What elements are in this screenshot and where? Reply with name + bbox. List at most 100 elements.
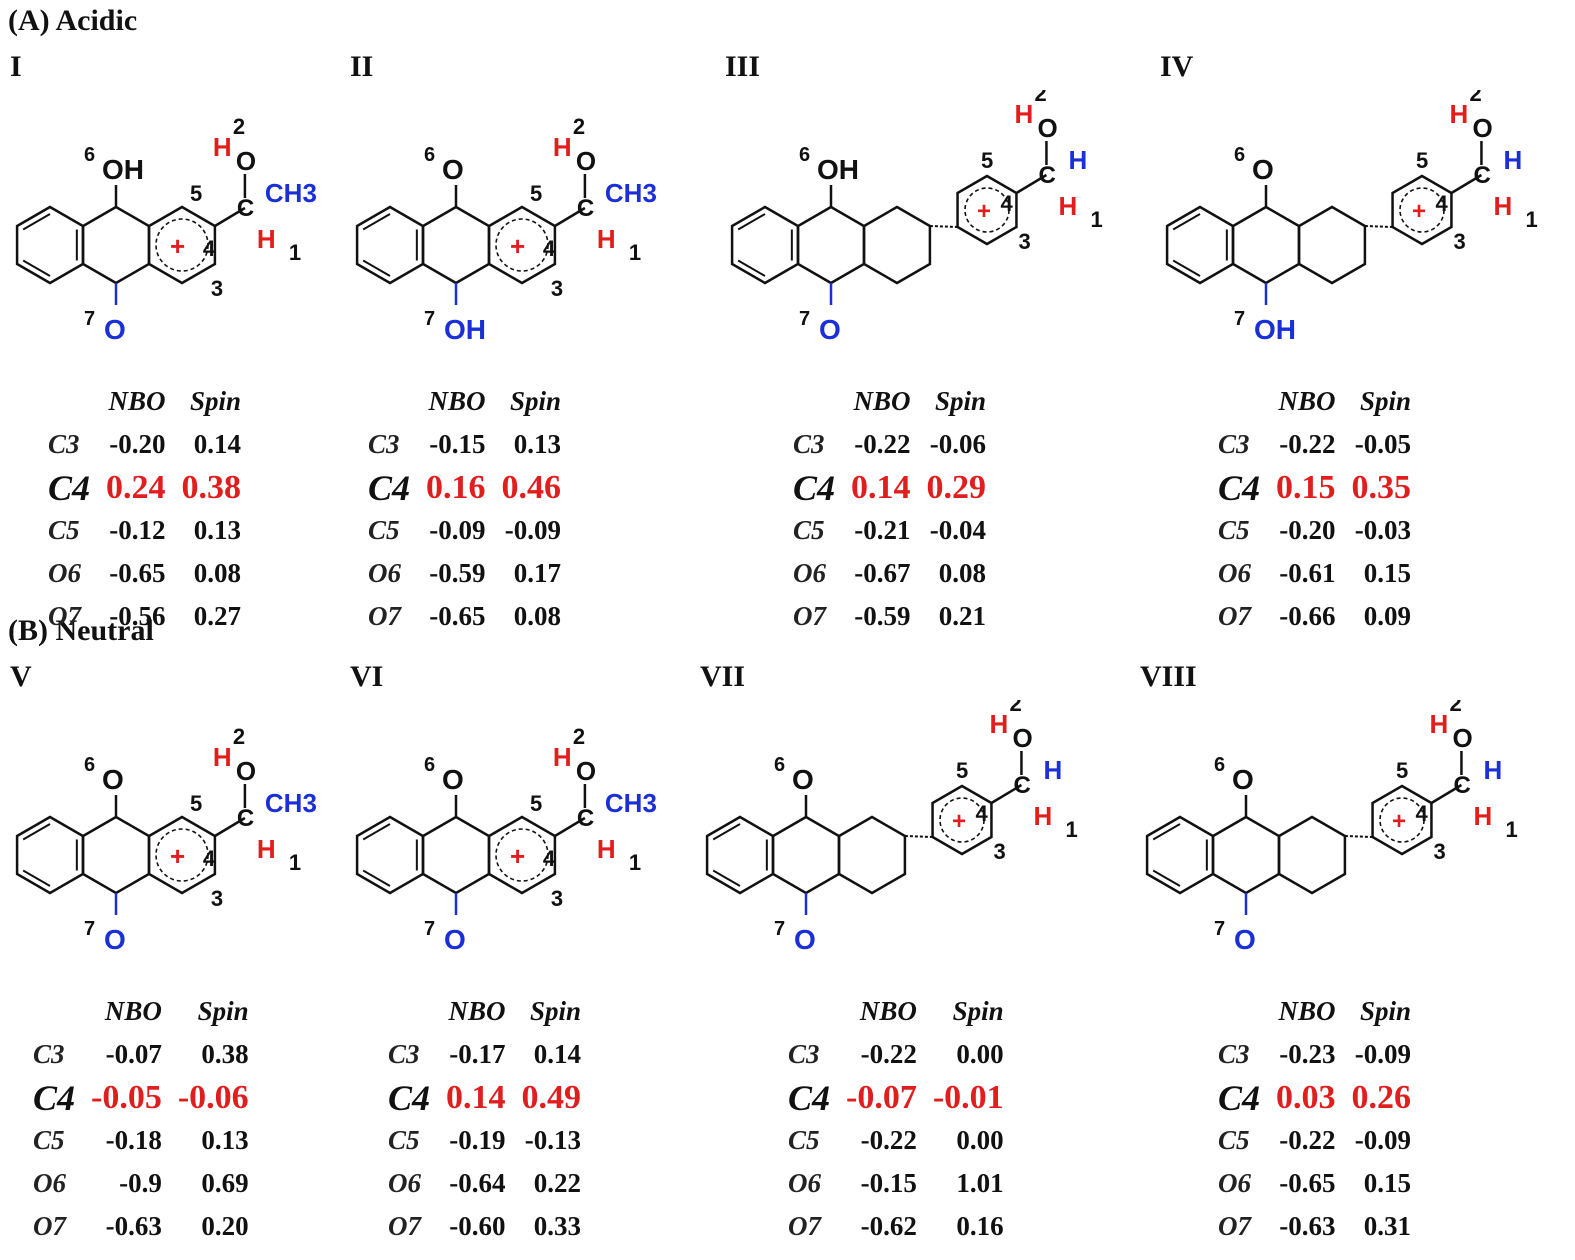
ring-3 [1297,205,1367,285]
label-h2: H [213,742,232,772]
label-5: 5 [1416,148,1428,173]
label-c1: C [1473,162,1490,189]
aromatic-ring [495,218,549,272]
table-row: C4-0.05-0.06 [25,1076,257,1119]
table-row: C3-0.22-0.06 [785,423,994,466]
nbo-cell: -0.12 [109,515,166,545]
label-1: 1 [1090,207,1102,232]
spin-cell: 0.22 [533,1168,582,1198]
bond-c4-c1 [1015,173,1048,195]
nbo-cell: -0.09 [429,515,486,545]
header-atom [780,990,838,1033]
label-7: 7 [799,308,810,330]
label-h1: H [1033,801,1052,831]
label-3: 3 [211,276,223,301]
bond-c4-c1 [1450,173,1483,195]
atom-cell: C5 [793,515,825,545]
header-nbo: NBO [1278,996,1336,1026]
label-3: 3 [1018,229,1030,254]
ring-1 [705,815,775,895]
nbo-cell: -0.63 [105,1211,162,1241]
spin-cell: -0.09 [504,515,562,545]
double-bond [362,259,391,277]
atom-cell: C3 [388,1039,420,1069]
atom-cell: C3 [1218,429,1250,459]
nbo-cell: -0.15 [860,1168,917,1198]
header-nbo: NBO [1278,386,1336,416]
biaryl-bond [929,225,958,228]
atom-cell: C4 [388,1077,431,1118]
double-bond [737,259,766,277]
spin-cell: 1.01 [956,1168,1004,1198]
spin-cell: 0.29 [926,468,987,506]
nbo-cell: -0.22 [860,1125,917,1155]
nbo-cell: -0.05 [91,1078,162,1116]
atom-cell: O7 [1218,1211,1251,1241]
header-atom [1210,990,1268,1033]
label-o7: O [1234,924,1256,955]
atom-cell: O7 [368,601,401,631]
spin-cell: 0.09 [1363,601,1412,631]
atom-cell: C5 [388,1125,420,1155]
spin-cell: 0.49 [521,1078,582,1116]
label-h2: H [553,742,572,772]
label-c1: C [1013,772,1030,799]
nbo-cell: -0.22 [860,1039,917,1069]
atom-cell: C3 [788,1039,820,1069]
section-label-acidic: (A) Acidic [8,4,138,37]
label-h-blue: H [1043,755,1062,785]
double-bond [362,823,391,841]
label-o7: OH [444,314,486,345]
label-o6: OH [817,154,859,185]
label-o6: O [442,154,464,185]
ring-3 [837,815,907,895]
ring-3 [1277,815,1347,895]
atom-cell: O7 [388,1211,421,1241]
label-ch3: CH3 [265,178,317,208]
nbo-cell: -0.65 [109,558,166,588]
cation-sign: + [170,231,185,261]
spin-cell: 0.69 [201,1168,249,1198]
label-2: 2 [1469,90,1481,106]
spin-cell: 0.00 [956,1039,1004,1069]
nbo-cell: 0.03 [1276,1078,1336,1116]
bond-c4-c1 [214,816,246,838]
nbo-cell: -0.20 [1279,515,1336,545]
spin-cell: 0.08 [193,558,242,588]
table-row: O6 -0.65 0.08 [40,552,249,595]
spin-cell: 0.27 [193,601,242,631]
nbo-cell: -0.65 [429,601,486,631]
atom-cell: C3 [1218,1039,1250,1069]
nbo-cell: -0.22 [854,429,911,459]
header-spin: Spin [1359,996,1412,1026]
atom-cell: O6 [48,558,81,588]
spin-cell: 0.38 [201,1039,249,1069]
spin-cell: 0.15 [1363,1168,1412,1198]
nbo-cell: 0.16 [426,468,486,506]
table-row: C3-0.22-0.05 [1210,423,1419,466]
label-6: 6 [1214,754,1225,776]
section-label-neutral: (B) Neutral [8,614,154,647]
ring-3 [862,205,932,285]
label-6: 6 [774,754,785,776]
panel-id: VI [350,660,384,693]
spin-cell: -0.06 [177,1078,249,1116]
spin-cell: 0.17 [513,558,562,588]
label-5: 5 [190,181,202,206]
header-spin: Spin [509,386,562,416]
nbo-cell: -0.19 [449,1125,506,1155]
ring-2 [81,815,151,895]
aromatic-ring [495,828,549,882]
label-h2: H [213,132,232,162]
